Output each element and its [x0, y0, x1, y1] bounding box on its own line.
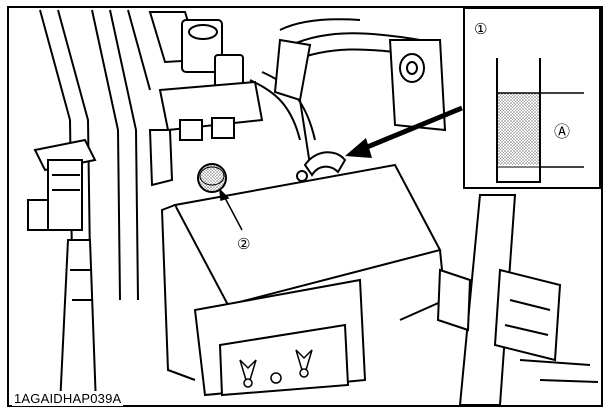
master-cylinder [148, 11, 264, 187]
callout-letter-a: Ⓐ [554, 122, 570, 141]
leader-arrow [345, 105, 463, 158]
level-inset [463, 7, 601, 189]
leader-line-cap [219, 187, 243, 231]
callout-two: ② [237, 235, 250, 253]
reservoir-cap [197, 163, 227, 193]
battery-cover [160, 163, 447, 397]
fluid-level-fill [498, 93, 539, 165]
right-strut [436, 194, 599, 406]
figure-code: 1AGAIDHAP039A [12, 391, 124, 406]
figure-border [7, 6, 603, 407]
left-strut [27, 138, 98, 406]
callout-one: ① [474, 20, 487, 38]
level-sensor-connector [296, 151, 347, 182]
wing-nuts [239, 349, 313, 388]
right-bracket [273, 38, 447, 132]
